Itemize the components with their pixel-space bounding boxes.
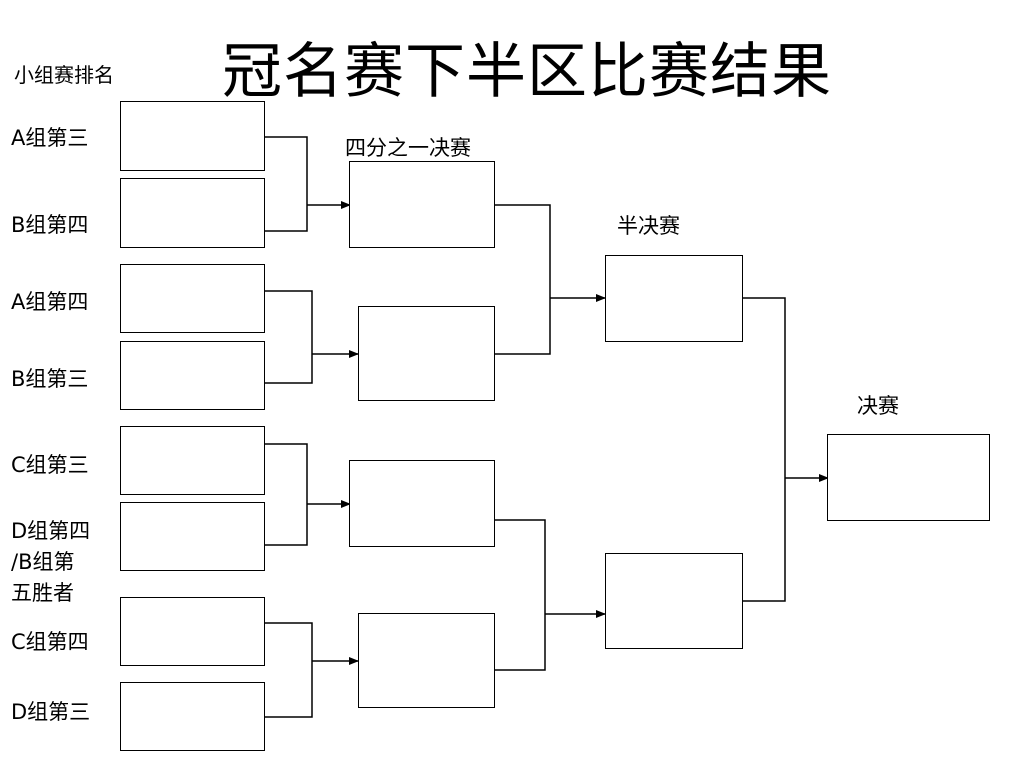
seed-label-4: B组第三 [11,367,89,391]
quarterfinal-slot-2 [358,306,495,401]
semifinal-slot-2 [605,553,743,649]
quarterfinal-label: 四分之一决赛 [345,136,471,160]
seed-slot-5 [120,426,265,495]
final-label: 决赛 [857,394,899,418]
quarterfinal-slot-3 [349,460,495,547]
seed-label-1: A组第三 [11,126,89,150]
semifinal-slot-1 [605,255,743,342]
seed-slot-1 [120,101,265,171]
seed-label-5: C组第三 [11,453,89,477]
seed-label-6: D组第四 /B组第 五胜者 [11,519,91,605]
connector-seed1-seed2 [265,136,308,232]
seed-slot-2 [120,178,265,248]
quarterfinal-slot-4 [358,613,495,708]
connector-seed3-seed4 [265,290,313,384]
seed-label-8: D组第三 [11,700,91,724]
seed-label-3: A组第四 [11,290,89,314]
seed-slot-7 [120,597,265,666]
seed-label-7: C组第四 [11,630,89,654]
connector-seed7-seed8 [265,622,313,718]
seed-slot-6 [120,502,265,571]
quarterfinal-slot-1 [349,161,495,248]
seed-label-2: B组第四 [11,213,89,237]
connector-qf1-qf2 [495,204,551,355]
connector-seed5-seed6 [265,443,308,546]
connector-qf3-qf4 [487,519,546,671]
connector-sf1-sf2 [743,297,786,602]
seed-slot-8 [120,682,265,751]
seed-slot-4 [120,341,265,410]
semifinal-label: 半决赛 [617,214,680,238]
seed-slot-3 [120,264,265,333]
final-slot [827,434,990,521]
group-ranking-heading: 小组赛排名 [14,63,114,87]
page-title: 冠名赛下半区比赛结果 [222,37,832,107]
